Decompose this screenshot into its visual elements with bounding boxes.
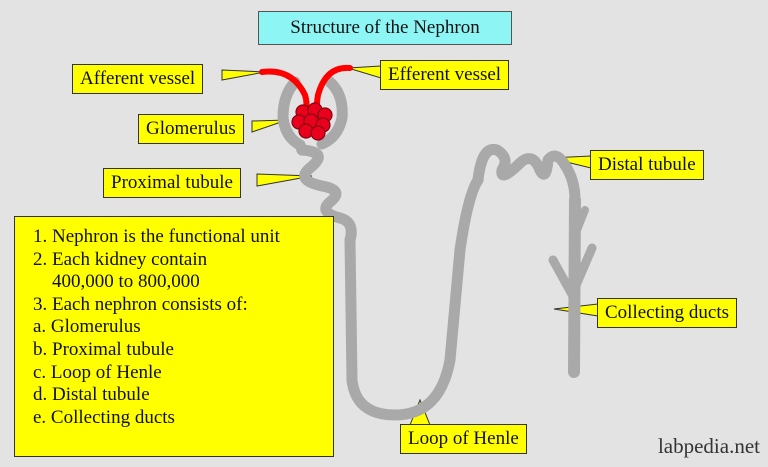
label-distal-tubule: Distal tubule [590, 150, 704, 180]
label-proximal-tubule: Proximal tubule [103, 168, 241, 198]
label-afferent-vessel: Afferent vessel [72, 64, 204, 94]
proximal-tubule [296, 144, 357, 246]
info-line: 2. Each kidney contain [33, 248, 208, 270]
label-efferent-vessel: Efferent vessel [380, 60, 510, 90]
label-collecting-ducts: Collecting ducts [597, 298, 738, 328]
info-line: 3. Each nephron consists of: [33, 293, 248, 315]
diagram-title: Structure of the Nephron [258, 11, 512, 45]
watermark: labpedia.net [657, 434, 760, 458]
proximal-pointer [256, 173, 313, 187]
label-glomerulus: Glomerulus [138, 114, 244, 144]
distal-tubule [472, 143, 581, 206]
bowmans-capsule [277, 76, 308, 156]
info-line: c. Loop of Henle [33, 361, 162, 383]
glomerulus-pointer [251, 119, 288, 133]
loop-of-henle [344, 174, 484, 421]
info-line: 1. Nephron is the functional unit [33, 226, 280, 247]
collecting-duct-branch-right [569, 243, 597, 295]
collecting-duct-branch-upper [571, 206, 589, 239]
info-line: e. Collecting ducts [33, 406, 175, 428]
label-loop-of-henle: Loop of Henle [400, 424, 527, 454]
info-line: b. Proximal tubule [33, 338, 174, 360]
bowmans-capsule-right [316, 76, 348, 150]
info-line: d. Distal tubule [33, 384, 150, 406]
glomerulus-tuft [291, 102, 333, 141]
info-line: 400,000 to 800,000 [33, 271, 200, 293]
info-box: 1. Nephron is the functional unit 2. Eac… [14, 216, 334, 457]
afferent-pointer [221, 69, 266, 81]
info-line: a. Glomerulus [33, 316, 141, 338]
